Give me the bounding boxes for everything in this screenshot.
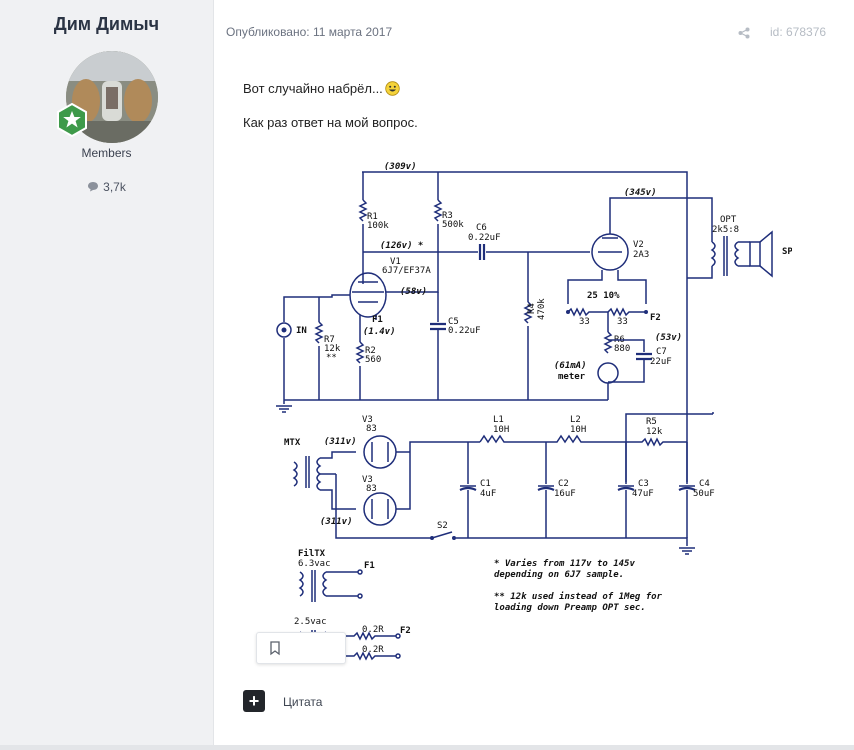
post-body: Опубликовано: 11 марта 2017 id: 678376 В… (214, 0, 854, 745)
r7-note: ** (326, 353, 337, 363)
c1-label: C1 (480, 479, 491, 489)
post-date[interactable]: Опубликовано: 11 марта 2017 (226, 25, 393, 39)
l1-label: L1 (493, 415, 504, 425)
v3b-label: V3 (362, 475, 373, 485)
v2-plate-voltage: (345v) (624, 188, 657, 198)
meter-label: meter (558, 372, 586, 382)
input-label: IN (296, 326, 307, 336)
v1-label: V1 (390, 257, 401, 267)
r7-value: 12k (324, 344, 341, 354)
smile-icon (385, 81, 400, 99)
r2-value: 560 (365, 355, 381, 365)
spkr-label: SPKR (782, 247, 792, 257)
v2-type: 2A3 (633, 250, 649, 260)
v1-plate-voltage: (126v) * (380, 241, 423, 251)
mtx-label: MTX (284, 438, 301, 448)
post-count[interactable]: 3,7k (0, 180, 213, 195)
bookmark-icon[interactable] (265, 638, 285, 658)
note-1b: depending on 6J7 sample. (494, 569, 624, 580)
v3a-type: 83 (366, 424, 377, 434)
f2-bottom-label: F2 (400, 626, 411, 636)
r02-b: 0.2R (362, 645, 384, 655)
r5-value: 12k (646, 427, 663, 437)
quote-button[interactable]: Цитата (283, 695, 323, 709)
star-icon (63, 111, 81, 128)
note-2b: loading down Preamp OPT sec. (494, 602, 646, 613)
post-paragraph-1: Вот случайно набрёл... (243, 81, 400, 99)
c2-label: C2 (558, 479, 569, 489)
note-2a: ** 12k used instead of 1Meg for (494, 591, 663, 602)
image-toolbar (256, 632, 346, 664)
c4-value: 50uF (693, 489, 715, 499)
l1-value: 10H (493, 425, 509, 435)
v2-label: V2 (633, 240, 644, 250)
rank-badge (55, 102, 89, 138)
r3-value: 500k (442, 220, 464, 230)
post-paragraph-2: Как раз ответ на мой вопрос. (243, 115, 418, 130)
share-icon[interactable] (738, 26, 750, 44)
c6-value: 0.22uF (468, 233, 501, 243)
author-panel: Дим Димыч Members 3,7k (0, 0, 214, 745)
b-plus-voltage: (309v) (384, 162, 417, 172)
member-group: Members (81, 146, 132, 160)
schematic-image: (309v) R1 100k R3 500k (126v) * C6 0.22u… (272, 152, 792, 672)
l2-label: L2 (570, 415, 581, 425)
r33-b: 33 (617, 317, 628, 327)
opt-ratio: 2k5:8 (712, 225, 739, 235)
c7-value: 22uF (650, 357, 672, 367)
r1-value: 100k (367, 221, 389, 231)
comment-icon (87, 181, 99, 195)
f2-label: F2 (650, 313, 661, 323)
c5-label: C5 (448, 317, 459, 327)
meter-current: (61mA) (554, 361, 587, 371)
opt-label: OPT (720, 215, 737, 225)
c2-value: 16uF (554, 489, 576, 499)
note-1a: * Varies from 117v to 145v (494, 558, 635, 569)
v1-type: 6J7/EF37A (382, 266, 431, 276)
r2-label: R2 (365, 346, 376, 356)
f1-label: F1 (372, 315, 383, 325)
plus-icon[interactable]: + (243, 690, 265, 712)
l2-value: 10H (570, 425, 586, 435)
f1-bottom-label: F1 (364, 561, 375, 571)
c1-value: 4uF (480, 489, 496, 499)
c3-label: C3 (638, 479, 649, 489)
r3-label: R3 (442, 211, 453, 221)
screen-voltage: (58v) (400, 287, 427, 297)
r5-label: R5 (646, 417, 657, 427)
filtx-voltage: 6.3vac (298, 559, 331, 569)
c5-value: 0.22uF (448, 326, 481, 336)
r4-label: R4 (527, 303, 537, 314)
c6-label: C6 (476, 223, 487, 233)
cathode-voltage: (1.4v) (363, 327, 396, 337)
r4-value: 470k (537, 298, 547, 320)
v3a-label: V3 (362, 415, 373, 425)
r1-label: R1 (367, 212, 378, 222)
fil2-voltage: 2.5vac (294, 617, 327, 627)
r02-a: 0.2R (362, 625, 384, 635)
s2-label: S2 (437, 521, 448, 531)
c4-label: C4 (699, 479, 710, 489)
v53-label: (53v) (655, 333, 682, 343)
author-name[interactable]: Дим Димыч (53, 14, 160, 34)
c3-value: 47uF (632, 489, 654, 499)
page-footer-strip (0, 745, 854, 750)
r33-a: 33 (579, 317, 590, 327)
c7-label: C7 (656, 347, 667, 357)
r6-value: 880 (614, 344, 630, 354)
post-count-value: 3,7k (103, 180, 126, 194)
filtx-label: FilTX (298, 548, 326, 559)
r7-label: R7 (324, 335, 335, 345)
v3b-type: 83 (366, 484, 377, 494)
pot-label: 25 10% (587, 291, 620, 301)
post-id: id: 678376 (770, 25, 827, 39)
mtx-voltage-a: (311v) (324, 437, 357, 447)
